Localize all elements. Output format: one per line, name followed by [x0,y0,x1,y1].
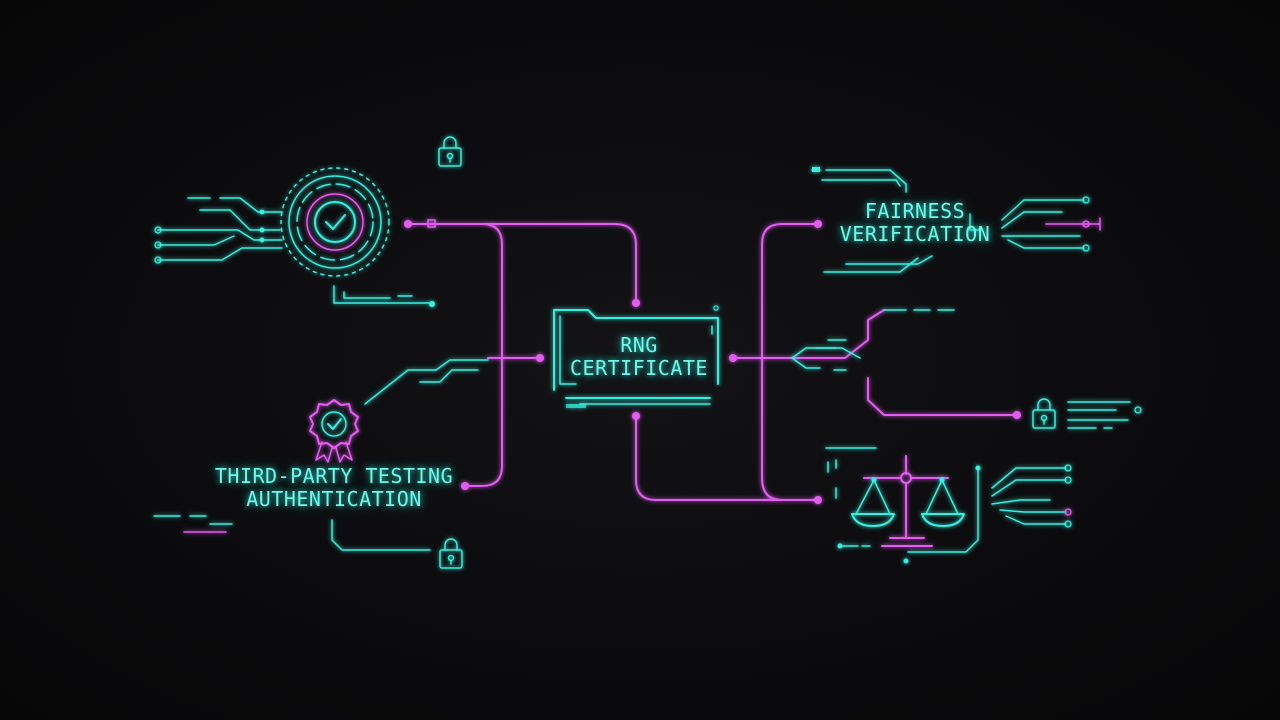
node-dot-lock-right [1013,411,1021,419]
padlock-icon-right [1032,398,1056,429]
node-dot-rng-left [536,354,544,362]
right-branch-lines [791,309,1142,429]
balance-scale-pans [851,477,965,527]
node-dot-rng-right [729,354,737,362]
third-party-testing-line1: THIRD-PARTY TESTING [214,464,454,488]
fairness-verification-line2: VERIFICATION [839,222,991,246]
padlock-icon-top-left [438,136,462,167]
connector-fairness-trunk [761,223,819,501]
seal-feeder-lines [154,197,435,307]
node-dot-rng-top [632,299,640,307]
magenta-connectors [404,219,1021,504]
node-square-seal [427,219,436,228]
award-badge-check [321,411,347,437]
node-dot-fairness [814,220,822,228]
connector-rng-to-scale [635,415,819,501]
badge-circuit-lines [153,359,489,551]
node-dot-seal [404,220,412,228]
award-badge-icon [309,399,359,463]
verified-seal-icon [280,167,390,277]
rng-certificate-box [553,305,719,408]
third-party-testing-line2: AUTHENTICATION [246,487,422,511]
connector-seal-to-third-party [464,223,503,487]
third-party-testing-label: THIRD-PARTY TESTING AUTHENTICATION [205,465,463,511]
node-dot-rng-bottom [632,412,640,420]
balance-scale-icon [863,455,949,547]
padlock-icon-bottom [439,538,463,569]
rng-certificate-label: RNG CERTIFICATE [555,334,723,380]
node-dot-third-party [461,482,469,490]
rng-certificate-line1: RNG [620,333,658,357]
connector-right-branch [759,309,1018,416]
connector-seal-to-rng [407,223,637,304]
scale-frame [825,447,1072,564]
rng-certificate-line2: CERTIFICATE [570,356,708,380]
fairness-verification-label: FAIRNESS VERIFICATION [830,200,1000,246]
node-dot-scale [814,496,822,504]
fairness-circuit-lines [811,167,1101,273]
fairness-verification-line1: FAIRNESS [864,199,966,223]
